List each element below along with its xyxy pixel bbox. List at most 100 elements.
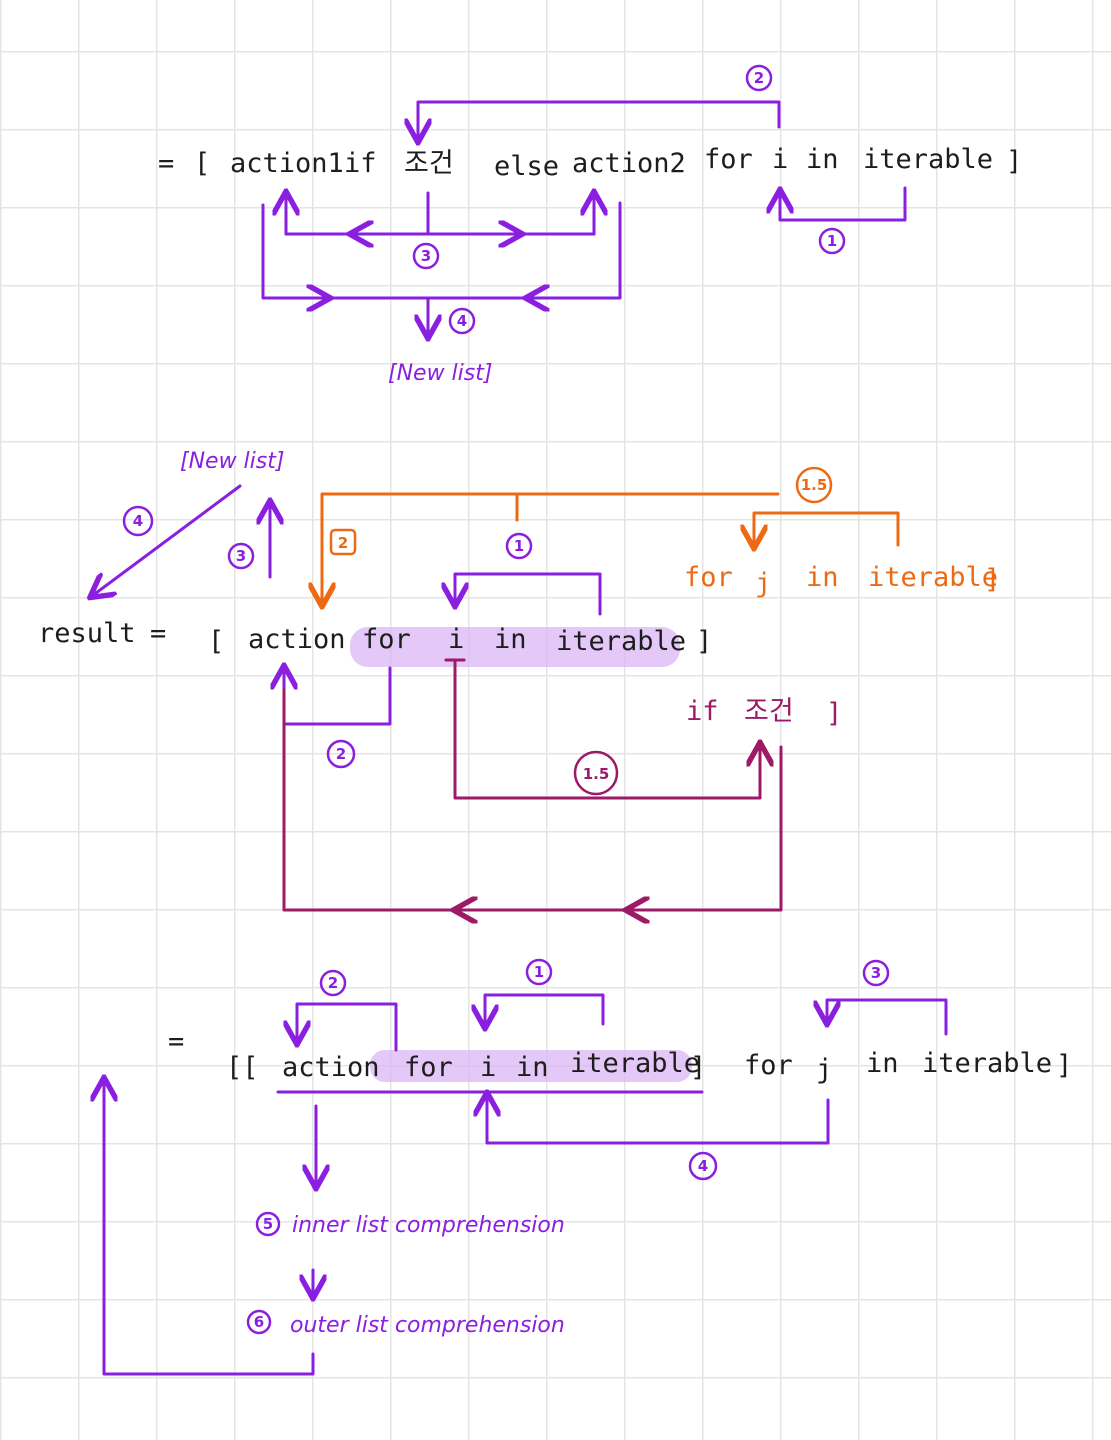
svg-text:1.5: 1.5: [583, 765, 610, 783]
d2-result-var: result: [38, 618, 136, 649]
diagram2-arrows: 1.5 2 1 4 3 2 1.5: [92, 466, 900, 912]
d2-alt-if-keyword: if: [686, 696, 719, 727]
svg-text:1: 1: [514, 537, 524, 555]
d2-for-keyword: for: [362, 624, 411, 655]
d2-maroon-return: [282, 688, 783, 912]
d1-else-keyword: else: [494, 151, 559, 182]
d1-step4-badge: 4: [448, 307, 476, 335]
svg-text:4: 4: [133, 512, 143, 530]
d2-step1-badge: 1: [505, 532, 533, 560]
svg-text:4: 4: [698, 1157, 708, 1175]
diagram3-arrows: 2 1 3 4 5 6: [104, 958, 948, 1376]
d2-var-i: i: [448, 624, 464, 655]
d2-in-keyword: in: [494, 624, 527, 655]
d2-equals: =: [150, 618, 166, 649]
d1-var-i: i: [772, 144, 788, 175]
d2-alt-var-j: j: [755, 568, 771, 599]
d3-inner-close: ]: [690, 1052, 706, 1083]
d3-step6-badge: 6: [246, 1309, 272, 1335]
d2-alt-for-keyword: for: [684, 562, 733, 593]
d1-open-bracket: [: [194, 148, 210, 179]
d3-code-line: = [[ action for i in iterable ] for j in…: [168, 1026, 1072, 1085]
d3-outer-close: ]: [1056, 1050, 1072, 1081]
d2-iterable: iterable: [556, 626, 686, 657]
d1-action2: action2: [572, 148, 686, 179]
d2-close-bracket: ]: [696, 626, 712, 657]
d2-alt-in-keyword: in: [806, 562, 839, 593]
svg-text:2: 2: [328, 974, 338, 992]
d2-open-bracket: [: [208, 626, 224, 657]
d3-step1: [485, 993, 605, 1026]
d2-alt-if-line: if 조건 ]: [686, 696, 842, 729]
d1-condition: 조건: [404, 148, 454, 179]
d3-outer-note: outer list comprehension: [290, 1313, 565, 1338]
d2-step2-orange-badge: 2: [329, 528, 357, 556]
d2-step15-maroon-badge: 1.5: [573, 750, 619, 796]
d3-highlight: [370, 1050, 692, 1082]
d3-inner-note: inner list comprehension: [292, 1213, 565, 1238]
d2-highlight: [350, 627, 680, 667]
d2-orange-top-bar: [322, 492, 780, 604]
d2-alt-condition: 조건: [744, 696, 794, 727]
d1-step2-badge: 2: [745, 64, 773, 92]
d3-step4-badge: 4: [688, 1151, 718, 1181]
svg-text:3: 3: [871, 964, 881, 982]
d1-arrow-step4-frame: [261, 201, 622, 300]
svg-text:1.5: 1.5: [801, 476, 828, 494]
d3-var-i: i: [480, 1052, 496, 1083]
d3-action: action: [282, 1052, 380, 1083]
d3-step2: [297, 1002, 398, 1052]
d3-step2-badge: 2: [319, 969, 347, 997]
d2-step3-badge: 3: [227, 542, 255, 570]
d2-purple-step1: [455, 572, 602, 616]
svg-text:2: 2: [754, 69, 764, 87]
svg-text:6: 6: [254, 1313, 264, 1331]
d1-if-keyword: if: [344, 148, 377, 179]
svg-text:1: 1: [827, 232, 837, 250]
d1-arrow-step2: [418, 100, 781, 140]
d1-new-list-label: [New list]: [388, 361, 492, 386]
d3-step3-badge: 3: [862, 959, 890, 987]
svg-text:5: 5: [263, 1215, 273, 1233]
d2-alt-close: ]: [984, 564, 1000, 595]
d3-outer-iterable: iterable: [922, 1048, 1052, 1079]
svg-text:3: 3: [421, 247, 431, 265]
d1-step1-badge: 1: [818, 227, 846, 255]
d1-equals: =: [158, 148, 174, 179]
d2-alt-iterable: iterable: [868, 562, 998, 593]
d2-code-line: result = [ action for i in iterable ]: [38, 618, 712, 657]
svg-text:2: 2: [336, 745, 346, 763]
d2-alt-if-close: ]: [826, 698, 842, 729]
d3-loop-back: [104, 1080, 315, 1376]
d3-in-keyword: in: [516, 1052, 549, 1083]
d2-purple-step2: [284, 668, 392, 726]
d2-step15-orange-badge: 1.5: [795, 466, 833, 504]
d3-open-brackets: [[: [226, 1052, 259, 1083]
d2-step2-purple-badge: 2: [326, 739, 356, 769]
d2-purple-step4: [92, 484, 242, 596]
svg-text:3: 3: [236, 547, 246, 565]
d3-var-j: j: [816, 1054, 832, 1085]
d2-action: action: [248, 624, 346, 655]
d1-arrow-step1: [780, 186, 907, 222]
d3-step5-badge: 5: [255, 1211, 281, 1237]
d3-step3: [827, 998, 948, 1036]
d3-outer-for-keyword: for: [744, 1050, 793, 1081]
d3-outer-in-keyword: in: [866, 1048, 899, 1079]
d2-new-list-label: [New list]: [180, 449, 284, 474]
d3-iterable: iterable: [570, 1048, 700, 1079]
d1-step3-badge: 3: [412, 242, 440, 270]
d1-in-keyword: in: [806, 144, 839, 175]
d1-code-line: = [ action1 if 조건 else action2 for i in …: [158, 144, 1022, 182]
d1-close-bracket: ]: [1006, 146, 1022, 177]
d3-equals: =: [168, 1026, 184, 1057]
d1-for-keyword: for: [704, 144, 753, 175]
d2-orange-alt-bracket: [754, 511, 900, 546]
diagram1: 2 1 3 4: [261, 64, 907, 336]
d3-step4: [487, 1095, 830, 1145]
d3-step1-badge: 1: [525, 958, 553, 986]
svg-text:1: 1: [534, 963, 544, 981]
d3-for-keyword: for: [404, 1052, 453, 1083]
d2-maroon-step15: [453, 658, 760, 800]
